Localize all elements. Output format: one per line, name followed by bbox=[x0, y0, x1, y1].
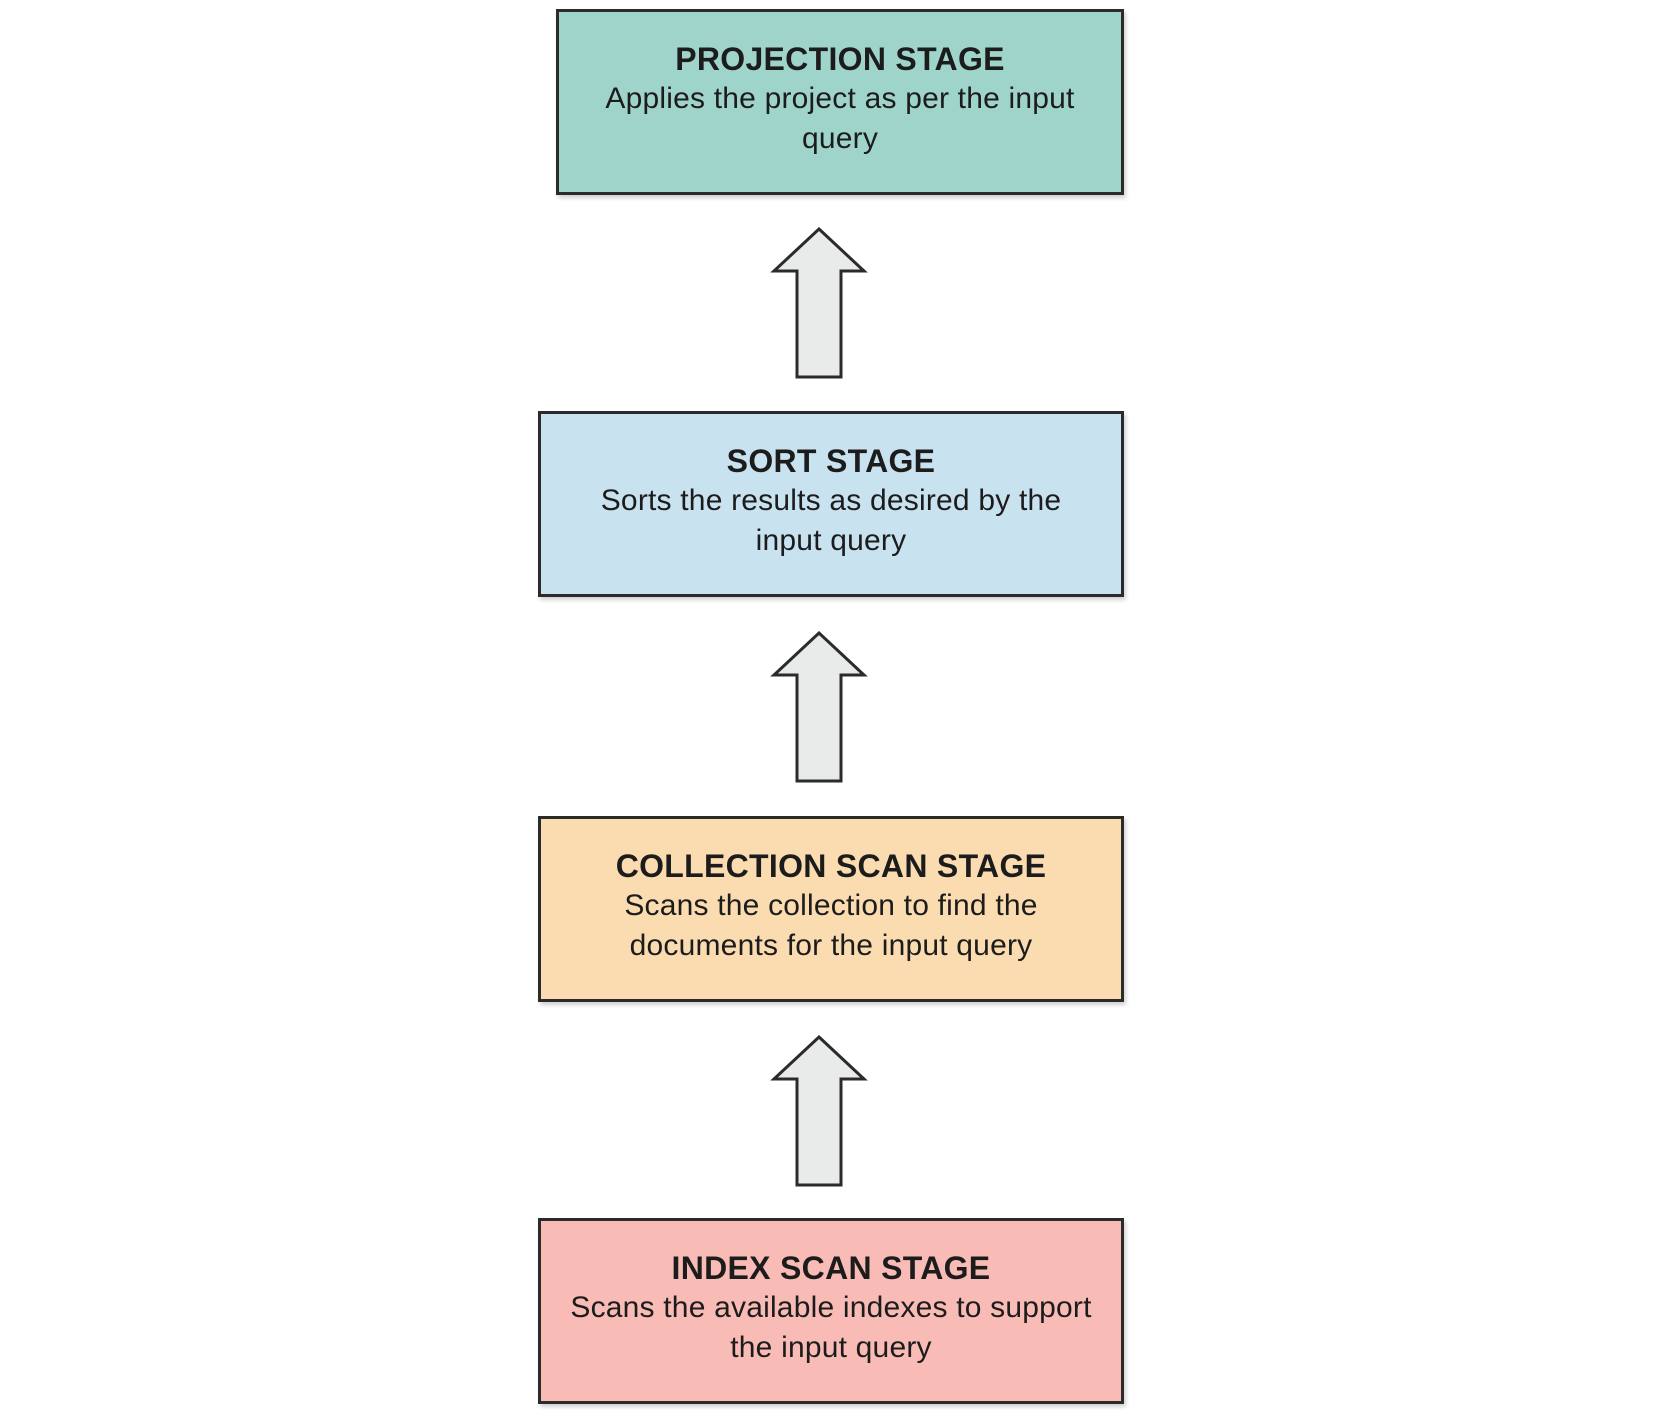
projection-stage-box: PROJECTION STAGE Applies the project as … bbox=[556, 9, 1124, 195]
collection-scan-stage-box: COLLECTION SCAN STAGE Scans the collecti… bbox=[538, 816, 1124, 1002]
projection-stage-title: PROJECTION STAGE bbox=[675, 41, 1005, 77]
up-arrow-icon bbox=[770, 1035, 868, 1187]
index-scan-stage-title: INDEX SCAN STAGE bbox=[671, 1250, 991, 1286]
up-arrow-icon bbox=[770, 227, 868, 379]
index-scan-stage-box: INDEX SCAN STAGE Scans the available ind… bbox=[538, 1218, 1124, 1404]
up-arrow-icon bbox=[770, 631, 868, 783]
projection-stage-description: Applies the project as per the input que… bbox=[605, 82, 1075, 155]
collection-scan-stage-title: COLLECTION SCAN STAGE bbox=[615, 848, 1047, 884]
collection-scan-stage-description: Scans the collection to find the documen… bbox=[624, 889, 1038, 962]
sort-stage-title: SORT STAGE bbox=[726, 443, 936, 479]
sort-stage-description: Sorts the results as desired by the inpu… bbox=[600, 484, 1062, 557]
sort-stage-box: SORT STAGE Sorts the results as desired … bbox=[538, 411, 1124, 597]
index-scan-stage-description: Scans the available indexes to support t… bbox=[570, 1291, 1092, 1364]
